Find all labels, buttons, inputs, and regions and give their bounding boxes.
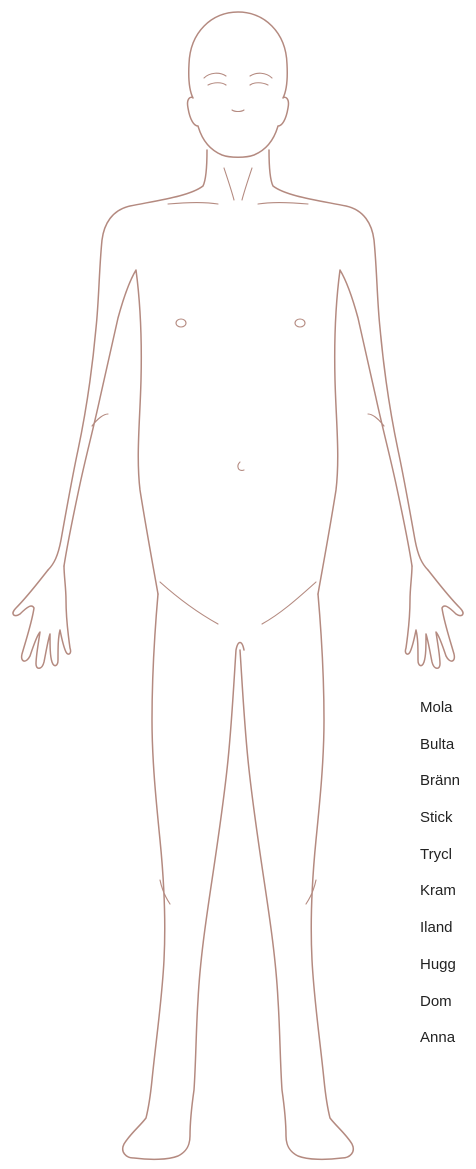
left-eyebrow: [204, 73, 226, 78]
pain-option-mola[interactable]: Mola: [420, 690, 476, 727]
pain-option-dom[interactable]: Dom: [420, 984, 476, 1021]
right-groin-line: [262, 582, 316, 624]
left-nipple: [176, 319, 186, 327]
neck-line-right: [242, 168, 252, 200]
right-nipple: [295, 319, 305, 327]
left-groin-line: [160, 582, 218, 624]
right-collarbone: [258, 203, 308, 205]
pain-option-trycl[interactable]: Trycl: [420, 837, 476, 874]
pain-option-kram[interactable]: Kram: [420, 873, 476, 910]
pain-option-bränn[interactable]: Bränn: [420, 763, 476, 800]
pain-option-anna[interactable]: Anna: [420, 1020, 476, 1057]
pain-option-hugg[interactable]: Hugg: [420, 947, 476, 984]
neck-line-left: [224, 168, 234, 200]
navel: [238, 462, 244, 470]
right-eye: [250, 83, 268, 85]
left-eye: [208, 83, 226, 85]
right-eyebrow: [250, 73, 272, 78]
pain-option-stick[interactable]: Stick: [420, 800, 476, 837]
right-hand[interactable]: [405, 566, 463, 668]
left-hand[interactable]: [13, 566, 71, 668]
head-outline[interactable]: [188, 12, 289, 157]
left-knee-line: [160, 880, 170, 904]
nose: [232, 110, 244, 112]
pain-option-iland[interactable]: Iland: [420, 910, 476, 947]
torso-outline[interactable]: [48, 150, 428, 570]
left-leg[interactable]: [123, 594, 244, 1159]
right-knee-line: [306, 880, 316, 904]
pain-option-bulta[interactable]: Bulta: [420, 727, 476, 764]
left-collarbone: [168, 203, 218, 205]
pain-type-list: Mola Bulta Bränn Stick Trycl Kram Iland …: [420, 690, 476, 1057]
right-leg[interactable]: [240, 594, 353, 1159]
left-inner-arm[interactable]: [64, 270, 158, 594]
right-inner-arm[interactable]: [318, 270, 412, 594]
